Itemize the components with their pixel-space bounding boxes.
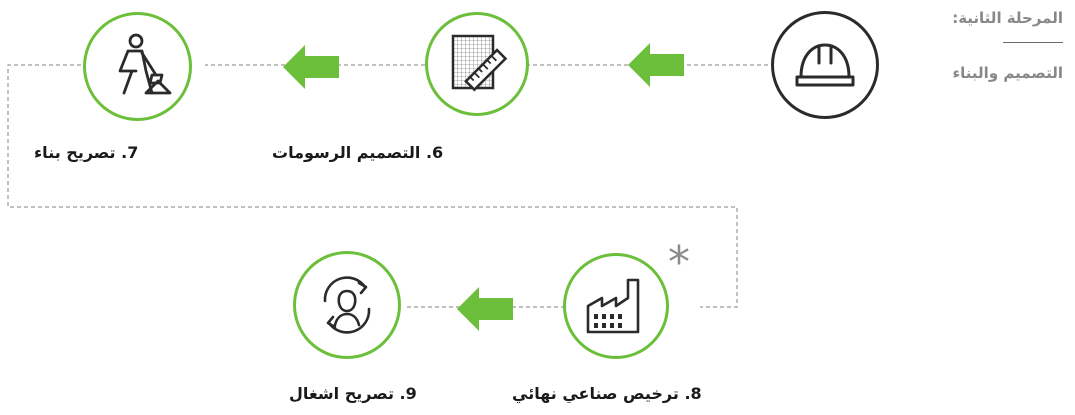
construction-worker-icon: [118, 33, 171, 94]
step8-label: 8. ترخيص صناعي نهائي: [512, 384, 702, 403]
step9-circle: [293, 251, 401, 359]
arrow-to-step7: [283, 45, 339, 89]
hard-hat-circle: [771, 11, 879, 119]
phase-title: المرحلة الثانية:: [952, 9, 1063, 27]
person-cycle-icon: [323, 276, 371, 334]
factory-icon: [586, 278, 640, 334]
step7-circle: [83, 12, 192, 121]
step6-circle: [425, 12, 529, 116]
note-asterisk: *: [668, 237, 690, 288]
phase-subtitle: التصميم والبناء: [952, 64, 1064, 82]
step6-label: 6. التصميم الرسومات: [272, 143, 444, 162]
step7-label: 7. تصريح بناء: [34, 143, 139, 162]
phase-divider: [1003, 42, 1063, 43]
connector-step7-to-step8: [7, 64, 738, 308]
blueprint-ruler-icon: [451, 34, 508, 92]
arrow-to-step6: [628, 43, 684, 87]
step9-label: 9. تصريح اشغال: [289, 384, 417, 403]
arrow-to-step9: [457, 287, 513, 331]
step8-circle: [563, 253, 669, 359]
hard-hat-icon: [795, 43, 855, 87]
